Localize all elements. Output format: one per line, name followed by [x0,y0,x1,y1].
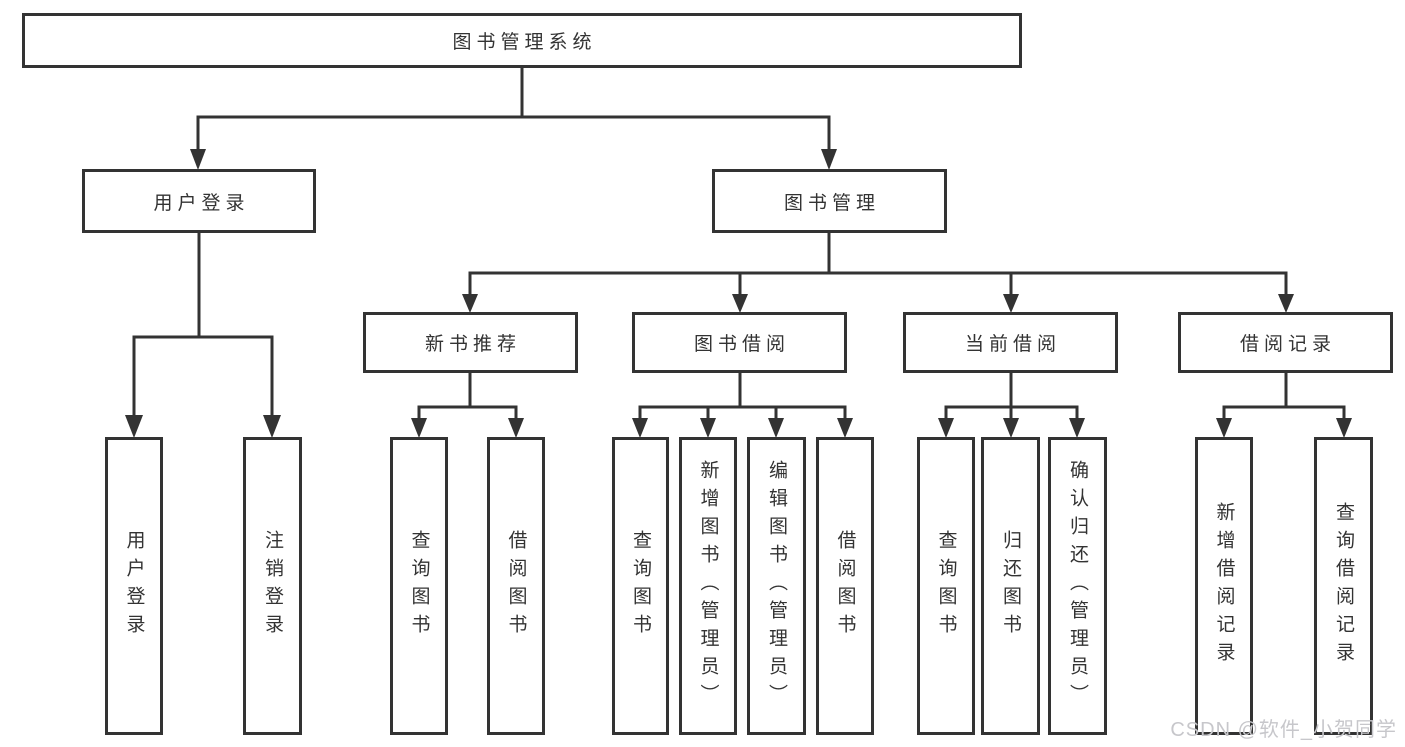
leaf-nbr-borrow-book: 借阅图书 [487,437,545,735]
leaf-logout-label: 注销登录 [262,530,283,642]
connector-bookborrow-to-children [638,373,847,419]
node-borrow-records-label: 借阅记录 [1239,334,1336,355]
leaf-logout: 注销登录 [243,437,302,735]
leaf-br-query-record: 查询借阅记录 [1314,437,1373,735]
leaf-cb-query-book: 查询图书 [917,437,975,735]
leaf-br-add-record: 新增借阅记录 [1195,437,1253,735]
leaf-bb-edit-book: 编辑图书（管理员） [747,437,806,735]
connector-borrowrecords-to-children [1222,373,1346,419]
connector-userlogin-to-children [132,233,274,416]
leaf-bb-borrow-book: 借阅图书 [816,437,874,735]
leaf-bb-add-book-label: 新增图书（管理员） [697,460,719,712]
connector-bookmgmt-to-level3 [468,233,1288,296]
arrowhead-bb-add [700,418,716,438]
connector-currentborrow-to-children [944,373,1079,419]
arrowhead-borrow-records [1278,294,1294,313]
leaf-user-login-label: 用户登录 [123,530,145,642]
node-root: 图书管理系统 [22,13,1022,68]
leaf-bb-edit-book-label: 编辑图书（管理员） [766,460,787,712]
arrowhead-nbr-query [411,418,427,438]
leaf-bb-borrow-book-label: 借阅图书 [834,530,856,642]
leaf-user-login: 用户登录 [105,437,163,735]
leaf-bb-add-book: 新增图书（管理员） [679,437,737,735]
arrowhead-br-query [1336,418,1352,438]
arrowhead-ul-logout [263,415,281,438]
arrowhead-bb-borrow [837,418,853,438]
node-current-borrow-label: 当前借阅 [964,334,1061,355]
leaf-bb-query-book-label: 查询图书 [630,530,651,642]
arrowhead-new-book-rec [462,294,478,313]
leaf-bb-query-book: 查询图书 [612,437,669,735]
arrowhead-ul-user-login [125,415,143,438]
leaf-cb-confirm-return: 确认归还（管理员） [1048,437,1107,735]
connector-newbookrec-to-children [417,373,518,419]
arrowhead-cb-query [938,418,954,438]
leaf-cb-confirm-return-label: 确认归还（管理员） [1067,460,1088,712]
node-root-label: 图书管理系统 [452,32,597,53]
arrowhead-book-borrow [732,294,748,313]
node-book-mgmt: 图书管理 [712,169,947,233]
node-user-login: 用户登录 [82,169,316,233]
node-borrow-records: 借阅记录 [1178,312,1393,373]
node-new-book-rec-label: 新书推荐 [424,334,521,355]
arrowhead-cb-confirm [1069,418,1085,438]
arrowhead-nbr-borrow [508,418,524,438]
node-book-mgmt-label: 图书管理 [783,192,880,214]
leaf-cb-return-book: 归还图书 [981,437,1040,735]
arrowhead-br-add [1216,418,1232,438]
arrowhead-book-mgmt [821,149,837,170]
arrowhead-bb-edit [768,418,784,438]
node-book-borrow-label: 图书借阅 [693,334,790,355]
connector-root-to-level2 [196,68,831,151]
node-current-borrow: 当前借阅 [903,312,1118,373]
leaf-nbr-query-book-label: 查询图书 [408,530,430,642]
leaf-cb-query-book-label: 查询图书 [935,530,957,642]
node-user-login-label: 用户登录 [153,192,250,214]
arrowhead-bb-query [632,418,648,438]
leaf-cb-return-book-label: 归还图书 [1000,530,1021,642]
arrowhead-cb-return [1003,418,1019,438]
leaf-nbr-borrow-book-label: 借阅图书 [505,530,527,642]
node-new-book-rec: 新书推荐 [363,312,578,373]
csdn-watermark: CSDN @软件_小贺同学 [1170,719,1397,741]
node-book-borrow: 图书借阅 [632,312,847,373]
arrowhead-current-borrow [1003,294,1019,313]
arrowhead-user-login [190,149,206,170]
leaf-nbr-query-book: 查询图书 [390,437,448,735]
leaf-br-add-record-label: 新增借阅记录 [1213,502,1235,670]
leaf-br-query-record-label: 查询借阅记录 [1333,502,1354,670]
